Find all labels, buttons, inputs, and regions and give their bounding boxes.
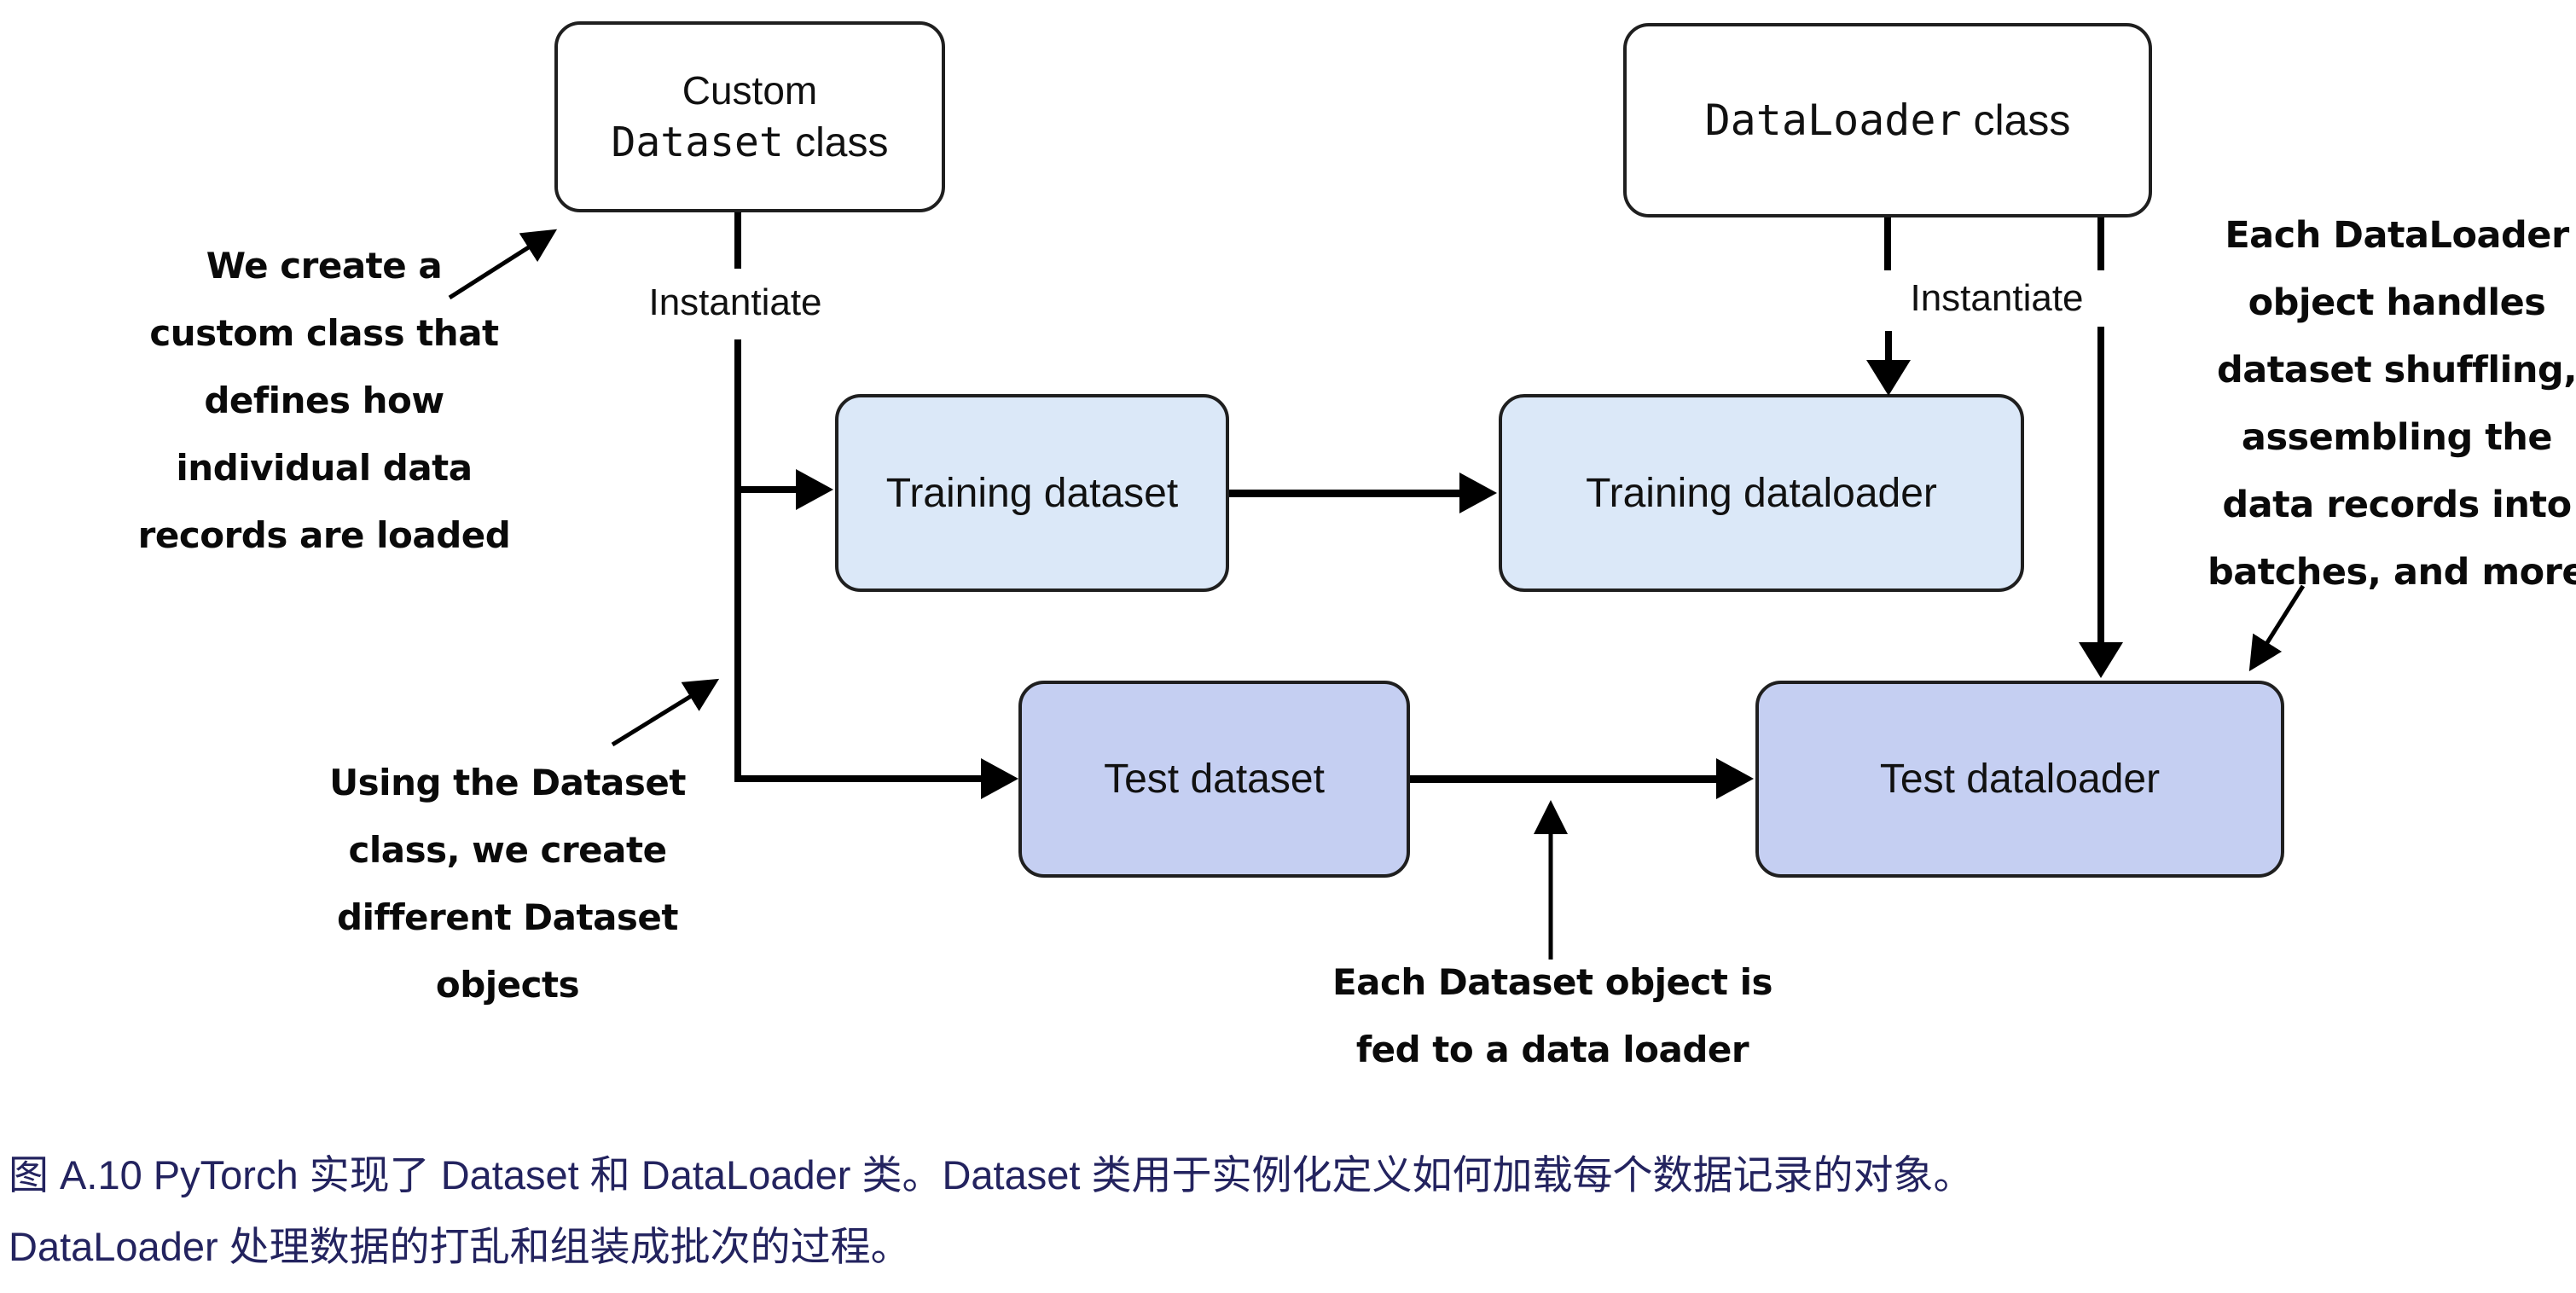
dataloader-stub-left-line xyxy=(1884,217,1891,270)
custom-dataset-line2: Dataset class xyxy=(612,116,889,170)
training-dataset-to-dataloader-arrowhead xyxy=(1459,473,1497,513)
branch-to-test-dataset-line xyxy=(734,775,981,782)
annotation-line: individual data xyxy=(176,447,473,489)
annotation-line: dataset shuffling, xyxy=(2216,349,2576,391)
annotation-line: data records into xyxy=(2222,484,2572,526)
instantiate-down-arrow-line xyxy=(1885,331,1892,360)
annotation-line: records are loaded xyxy=(137,514,511,556)
dataloader-class-line: DataLoader class xyxy=(1705,96,2071,145)
dataloader-suffix-text: class xyxy=(1961,96,2071,144)
training-dataloader-label: Training dataloader xyxy=(1586,470,1937,516)
annotation-line: custom class that xyxy=(149,312,499,354)
dataset-code-text: Dataset xyxy=(611,118,784,166)
training-dataset-to-dataloader-line xyxy=(1229,490,1459,497)
test-dataset-label: Test dataset xyxy=(1104,757,1325,802)
annotation-line: fed to a data loader xyxy=(1355,1029,1749,1070)
training-dataset-box: Training dataset xyxy=(835,394,1229,592)
test-dataloader-box: Test dataloader xyxy=(1755,681,2284,878)
dataloader-to-test-dataloader-arrowhead xyxy=(2079,642,2123,678)
test-dataloader-label: Test dataloader xyxy=(1879,757,2161,802)
figure-caption: 图 A.10 PyTorch 实现了 Dataset 和 DataLoader … xyxy=(9,1139,2559,1283)
annotation-line: We create a xyxy=(206,245,443,287)
annotation-line: defines how xyxy=(204,380,444,421)
dataloader-to-test-dataloader-line xyxy=(2097,327,2104,642)
annotation-line: Each DataLoader xyxy=(2225,214,2569,257)
note-lower-left: Using the Dataset class, we create diffe… xyxy=(252,749,763,1018)
branch-to-training-dataset-arrowhead xyxy=(796,469,833,510)
custom-dataset-trunk-line xyxy=(734,339,741,782)
dataloader-stub-right-line xyxy=(2097,217,2104,270)
annotation-line: object handles xyxy=(2248,281,2546,324)
note-bottom: Each Dataset object is fed to a data loa… xyxy=(1275,948,1830,1083)
note-left-pointer-arrow xyxy=(448,229,558,300)
instantiate-down-arrowhead xyxy=(1866,360,1911,396)
note-lower-left-pointer-arrow xyxy=(611,678,720,747)
dataloader-class-box: DataLoader class xyxy=(1623,23,2152,217)
test-dataset-to-dataloader-arrowhead xyxy=(1716,758,1754,799)
annotation-line: class, we create xyxy=(348,829,667,871)
note-left: We create a custom class that defines ho… xyxy=(68,232,580,569)
annotation-line: objects xyxy=(435,964,580,1006)
annotation-line: Using the Dataset xyxy=(329,762,686,803)
custom-dataset-trunk-stub-line xyxy=(734,212,741,269)
custom-dataset-class-box: Custom Dataset class xyxy=(554,21,945,212)
training-dataset-label: Training dataset xyxy=(885,470,1179,516)
caption-line-1: 图 A.10 PyTorch 实现了 Dataset 和 DataLoader … xyxy=(9,1152,1974,1197)
annotation-line: batches, and more xyxy=(2207,551,2576,594)
dataset-suffix-text: class xyxy=(783,119,889,165)
annotation-line: assembling the xyxy=(2241,416,2553,459)
annotation-line: different Dataset xyxy=(337,896,678,938)
dataloader-code-text: DataLoader xyxy=(1704,96,1962,145)
instantiate-label-left: Instantiate xyxy=(648,281,822,323)
instantiate-label-right: Instantiate xyxy=(1910,277,2084,319)
annotation-line: Each Dataset object is xyxy=(1332,961,1773,1003)
custom-dataset-line1: Custom xyxy=(682,67,818,113)
note-right: Each DataLoader object handles dataset s… xyxy=(2171,202,2576,606)
test-dataset-to-dataloader-line xyxy=(1410,775,1716,783)
note-right-pointer-arrow xyxy=(2248,584,2306,672)
caption-line-2: DataLoader 处理数据的打乱和组装成批次的过程。 xyxy=(9,1224,911,1269)
branch-to-training-dataset-line xyxy=(738,486,796,493)
branch-to-test-dataset-arrowhead xyxy=(981,758,1018,799)
training-dataloader-box: Training dataloader xyxy=(1499,394,2024,592)
test-dataset-box: Test dataset xyxy=(1018,681,1410,878)
